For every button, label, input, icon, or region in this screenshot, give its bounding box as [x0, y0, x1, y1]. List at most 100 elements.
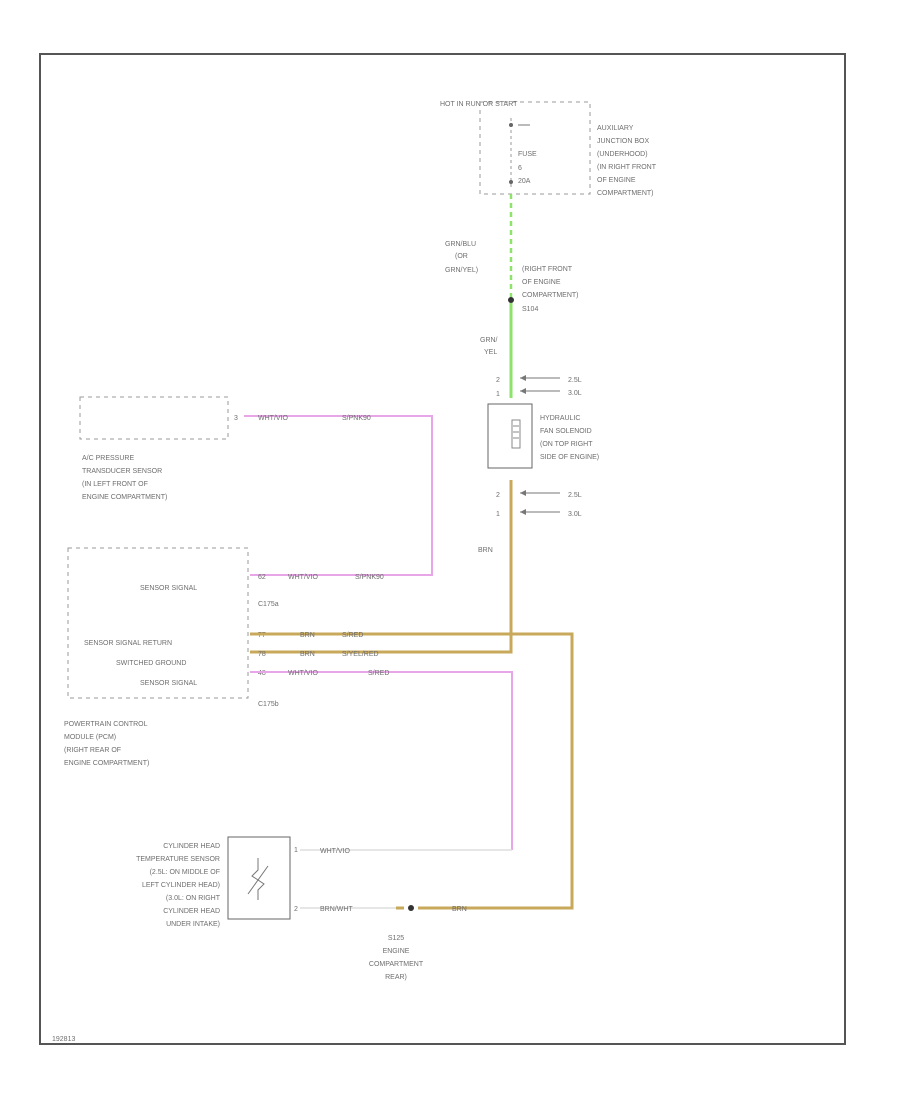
svg-text:S125: S125 [388, 935, 404, 942]
svg-text:AUXILIARY: AUXILIARY [597, 125, 634, 132]
cht-pin-2: 2 [294, 906, 298, 913]
wire-brn-77 [250, 632, 574, 910]
engine-size-top-a: 2.5L [568, 377, 582, 384]
aux-junction-box-label: AUXILIARY JUNCTION BOX (UNDERHOOD) (IN R… [597, 125, 657, 197]
hot-in-run-start-label: HOT IN RUN OR START [440, 101, 518, 108]
pcm-sensor-signal-1: SENSOR SIGNAL [140, 585, 197, 592]
svg-text:(IN RIGHT FRONT: (IN RIGHT FRONT [597, 164, 657, 171]
svg-text:CYLINDER HEAD: CYLINDER HEAD [163, 908, 220, 915]
ac-pressure-sensor-label: A/C PRESSURE TRANSDUCER SENSOR (IN LEFT … [82, 455, 167, 501]
pcm-wire-78-circuit: S/YEL/RED [342, 651, 379, 658]
svg-text:CYLINDER HEAD: CYLINDER HEAD [163, 843, 220, 850]
wire-brn-label: BRN [478, 547, 493, 554]
hydraulic-fan-solenoid [487, 403, 533, 469]
ground-splice-s125 [408, 905, 414, 911]
fuse-label: FUSE [518, 151, 537, 158]
svg-text:ENGINE COMPARTMENT): ENGINE COMPARTMENT) [64, 760, 149, 767]
cht-sensor [227, 836, 291, 920]
thermistor-icon [247, 858, 269, 900]
svg-text:(ON TOP RIGHT: (ON TOP RIGHT [540, 441, 593, 448]
pcm-connector-a: C175a [258, 601, 279, 608]
pcm-module [67, 547, 249, 699]
pcm-wire-77-color: BRN [300, 632, 315, 639]
svg-text:COMPARTMENT): COMPARTMENT) [597, 190, 654, 197]
pcm-connector-b: C175b [258, 701, 279, 708]
wire-grn-yel-label-2: YEL [484, 349, 497, 356]
cht-wire-2-label: BRN/WHT [320, 906, 353, 913]
svg-text:COMPARTMENT): COMPARTMENT) [522, 292, 579, 299]
fuse-amps: 20A [518, 178, 531, 185]
svg-text:OF ENGINE: OF ENGINE [522, 279, 561, 286]
svg-text:ENGINE: ENGINE [383, 948, 410, 955]
svg-text:POWERTRAIN CONTROL: POWERTRAIN CONTROL [64, 721, 148, 728]
wire-grn-yel-label-1: GRN/ [480, 337, 498, 344]
aux-junction-box [479, 101, 591, 195]
svg-text:HYDRAULIC: HYDRAULIC [540, 415, 580, 422]
pcm-wire-48-circuit: S/RED [368, 670, 389, 677]
pcm-switched-ground: SWITCHED GROUND [116, 660, 186, 667]
svg-text:MODULE (PCM): MODULE (PCM) [64, 734, 116, 741]
svg-text:JUNCTION BOX: JUNCTION BOX [597, 138, 649, 145]
cht-wire-right-label: BRN [452, 906, 467, 913]
wire-brn-solenoid [250, 480, 513, 654]
pin-arrowhead-bot-b [520, 509, 526, 515]
ac-pressure-transducer [79, 396, 229, 440]
svg-text:REAR): REAR) [385, 974, 407, 981]
wire-grn-blu-label-3: GRN/YEL) [445, 267, 478, 274]
diagram-frame [39, 53, 846, 1045]
hydraulic-fan-solenoid-label: HYDRAULIC FAN SOLENOID (ON TOP RIGHT SID… [540, 415, 599, 461]
solenoid-pin-1-bottom: 1 [496, 511, 500, 518]
svg-text:(RIGHT REAR OF: (RIGHT REAR OF [64, 747, 121, 754]
cht-sensor-label: CYLINDER HEAD TEMPERATURE SENSOR (2.5L: … [136, 843, 221, 928]
engine-size-top-b: 3.0L [568, 390, 582, 397]
pin-arrowhead-top-b [520, 388, 526, 394]
pcm-wire-77-circuit: S/RED [342, 632, 363, 639]
pcm-wire-62-circuit: S/PNK90 [355, 574, 384, 581]
svg-text:COMPARTMENT: COMPARTMENT [369, 961, 424, 968]
pcm-wire-48-color: WHT/VIO [288, 670, 318, 677]
solenoid-pin-1-top: 1 [496, 391, 500, 398]
pin-arrowhead-bot-a [520, 490, 526, 496]
engine-size-bot-b: 3.0L [568, 511, 582, 518]
splice-s104-label: (RIGHT FRONT OF ENGINE COMPARTMENT) S104 [522, 266, 579, 313]
svg-text:(3.0L: ON RIGHT: (3.0L: ON RIGHT [166, 895, 221, 902]
cht-pin-1: 1 [294, 847, 298, 854]
wire-wht-vio-48 [250, 671, 513, 850]
svg-text:(UNDERHOOD): (UNDERHOOD) [597, 151, 648, 158]
svg-text:UNDER INTAKE): UNDER INTAKE) [166, 921, 220, 928]
solenoid-coil-icon [511, 419, 521, 449]
svg-text:(RIGHT FRONT: (RIGHT FRONT [522, 266, 573, 273]
pcm-title-label: POWERTRAIN CONTROL MODULE (PCM) (RIGHT R… [64, 721, 149, 767]
pcm-wire-62-color: WHT/VIO [288, 574, 318, 581]
ground-splice-label: S125 ENGINE COMPARTMENT REAR) [369, 935, 424, 981]
pcm-pin-48: 48 [258, 670, 266, 677]
ac-wire-circuit: S/PNK90 [342, 415, 371, 422]
wire-ac-transducer [244, 415, 433, 576]
fuse-terminal-bottom [509, 180, 513, 184]
ac-wire-color: WHT/VIO [258, 415, 288, 422]
svg-text:LEFT CYLINDER HEAD): LEFT CYLINDER HEAD) [142, 882, 220, 889]
svg-text:ENGINE COMPARTMENT): ENGINE COMPARTMENT) [82, 494, 167, 501]
svg-text:SIDE OF ENGINE): SIDE OF ENGINE) [540, 454, 599, 461]
figure-id: 192813 [52, 1036, 75, 1043]
svg-text:OF ENGINE: OF ENGINE [597, 177, 636, 184]
svg-text:TRANSDUCER SENSOR: TRANSDUCER SENSOR [82, 468, 162, 475]
svg-text:A/C PRESSURE: A/C PRESSURE [82, 455, 134, 462]
cht-wire-1-label: WHT/VIO [320, 848, 350, 855]
pcm-sensor-signal-2: SENSOR SIGNAL [140, 680, 197, 687]
ac-transducer-pin: 3 [234, 415, 238, 422]
fuse-number: 6 [518, 165, 522, 172]
pin-arrowhead-top-a [520, 375, 526, 381]
pcm-pin-62: 62 [258, 574, 266, 581]
solenoid-pin-2-top: 2 [496, 377, 500, 384]
svg-text:FAN SOLENOID: FAN SOLENOID [540, 428, 592, 435]
solenoid-pin-2-bottom: 2 [496, 492, 500, 499]
svg-text:(IN LEFT FRONT OF: (IN LEFT FRONT OF [82, 481, 148, 488]
engine-size-bot-a: 2.5L [568, 492, 582, 499]
svg-text:TEMPERATURE SENSOR: TEMPERATURE SENSOR [136, 856, 220, 863]
pcm-sensor-signal-return: SENSOR SIGNAL RETURN [84, 640, 172, 647]
fuse-terminal-top [509, 123, 513, 127]
splice-s104 [508, 297, 514, 303]
svg-text:(2.5L: ON MIDDLE OF: (2.5L: ON MIDDLE OF [150, 869, 220, 876]
